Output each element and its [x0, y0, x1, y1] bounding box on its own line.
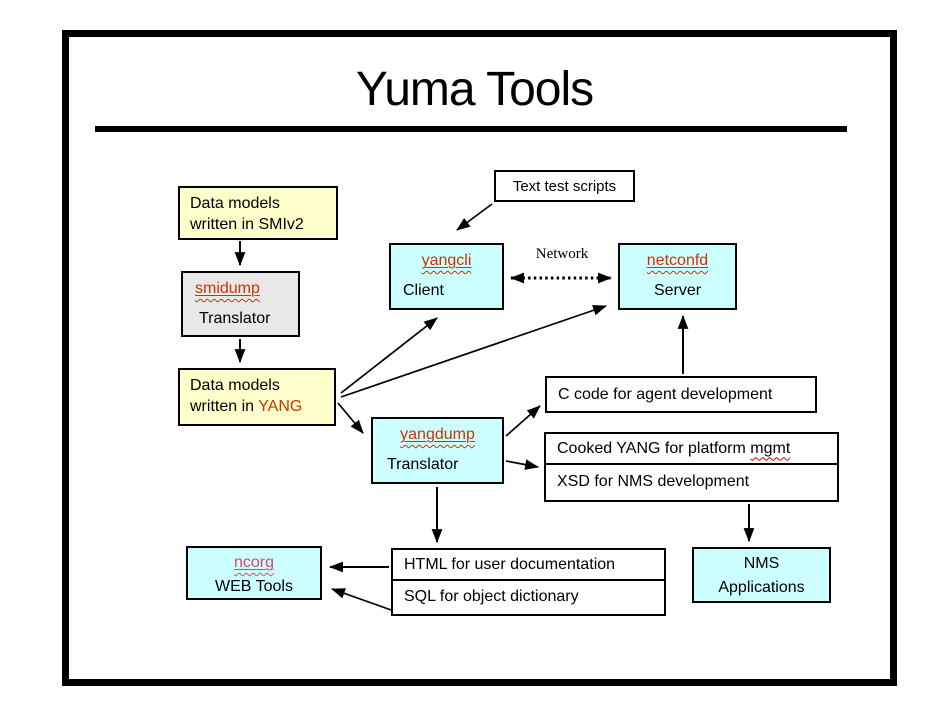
node-netconfd: netconfd Server — [618, 243, 737, 310]
c-code-label: C code for agent development — [558, 385, 773, 403]
misspelled-word: mgmt — [750, 439, 791, 457]
yang-line1: Data models — [190, 377, 280, 394]
yangcli-role: Client — [403, 282, 444, 299]
smiv2-line1: Data models — [190, 195, 280, 212]
yang-line2: written in YANG — [190, 398, 303, 415]
title-underline-rule — [95, 126, 847, 132]
node-c-code: C code for agent development — [545, 376, 817, 413]
node-nms-applications: NMS Applications — [692, 547, 831, 603]
ncorg-role: WEB Tools — [215, 578, 293, 595]
node-text-test-scripts: Text test scripts — [494, 170, 635, 202]
cooked-yang-row: Cooked YANG for platform mgmt — [546, 434, 837, 463]
ncorg-link[interactable]: ncorg — [233, 554, 275, 571]
nms-line1: NMS — [743, 555, 780, 572]
node-smidump: smidump Translator — [181, 271, 300, 337]
node-data-models-yang: Data models written in YANG — [178, 368, 336, 426]
html-doc-row: HTML for user documentation — [393, 550, 664, 579]
node-cooked-yang-xsd-stack: Cooked YANG for platform mgmt XSD for NM… — [544, 432, 839, 502]
page-title: Yuma Tools — [355, 63, 594, 116]
node-ncorg: ncorg WEB Tools — [186, 546, 322, 600]
sql-label: SQL for object dictionary — [404, 587, 579, 605]
xsd-label: XSD for NMS development — [557, 472, 750, 490]
smidump-link[interactable]: smidump — [195, 280, 260, 297]
html-doc-label: HTML for user documentation — [404, 555, 616, 573]
test-scripts-label: Text test scripts — [512, 177, 617, 195]
ncorg-link-line: ncorg — [188, 551, 320, 575]
cooked-yang-label: Cooked YANG for platform mgmt — [557, 439, 791, 457]
network-edge-label: Network — [535, 246, 589, 262]
smiv2-line2: written in SMIv2 — [190, 216, 304, 233]
netconfd-link[interactable]: netconfd — [646, 252, 709, 269]
node-html-sql-stack: HTML for user documentation SQL for obje… — [391, 548, 666, 616]
smidump-role: Translator — [199, 310, 271, 327]
yangcli-link[interactable]: yangcli — [421, 252, 472, 269]
nms-line2: Applications — [718, 579, 805, 596]
xsd-row: XSD for NMS development — [546, 463, 837, 498]
node-yangcli: yangcli Client — [389, 243, 504, 310]
yang-highlight: YANG — [258, 398, 303, 415]
node-yangdump: yangdump Translator — [371, 417, 504, 484]
sql-row: SQL for object dictionary — [393, 579, 664, 612]
node-data-models-smiv2: Data models written in SMIv2 — [178, 186, 338, 240]
netconfd-role: Server — [653, 282, 702, 299]
yangdump-role: Translator — [387, 456, 459, 473]
yangdump-link[interactable]: yangdump — [400, 426, 475, 443]
